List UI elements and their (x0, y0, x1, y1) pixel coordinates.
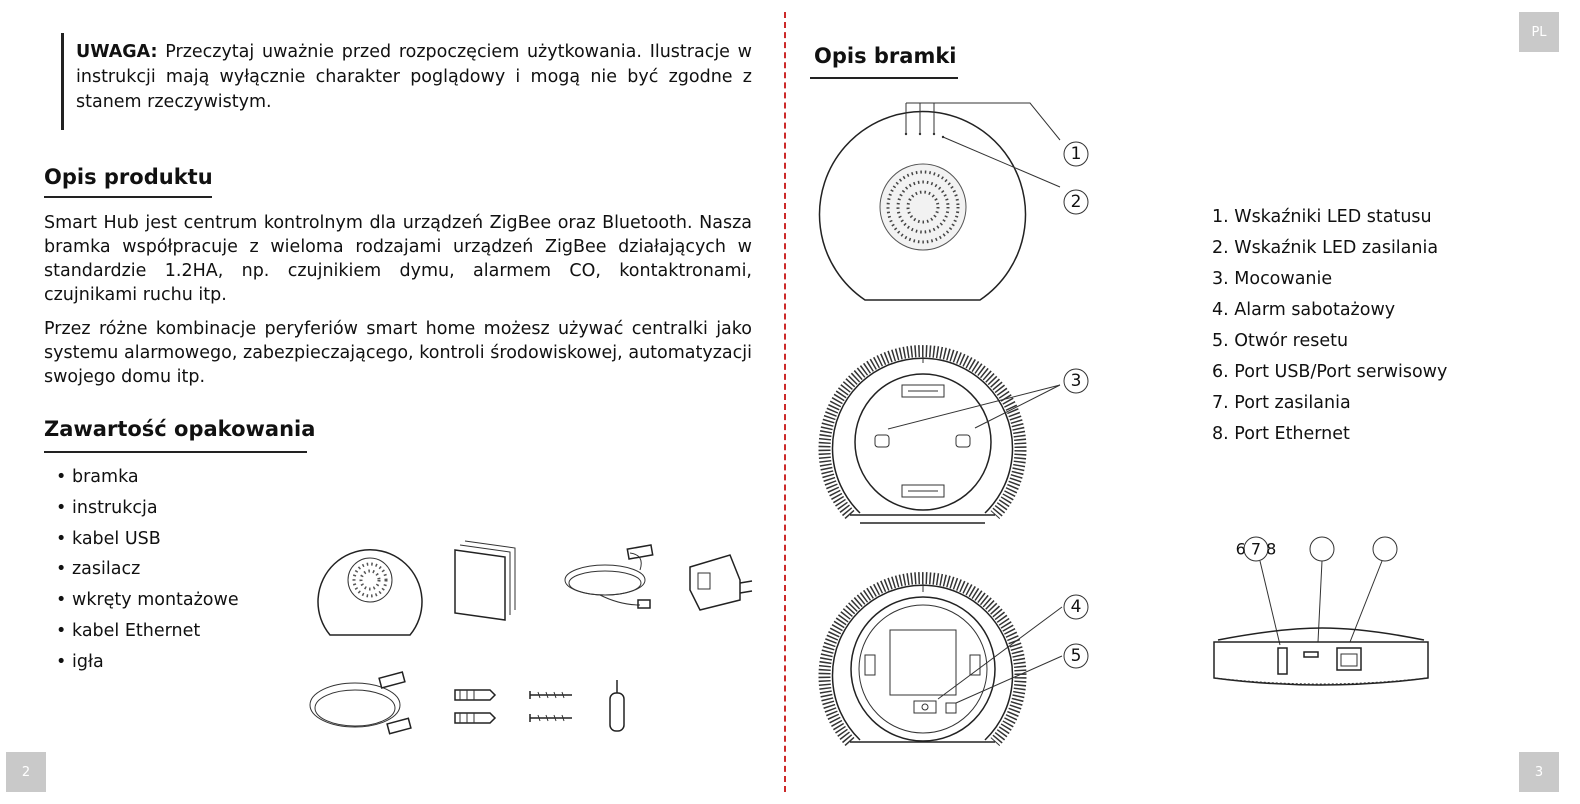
page-number-left: 2 (6, 752, 46, 792)
manual-illustration (454, 540, 516, 621)
package-item: instrukcja (56, 493, 239, 524)
package-item: kabel Ethernet (56, 616, 239, 647)
callout-3-label: 3 (1071, 371, 1082, 391)
warning-label: UWAGA: (76, 42, 158, 62)
wall-plugs-illustration (454, 689, 497, 724)
parts-item: 2. Wskaźnik LED zasilania (1212, 238, 1439, 258)
gateway-title-underline (810, 77, 958, 79)
gateway-bottom-view (818, 572, 1063, 747)
warning-text: UWAGA: Przeczytaj uważnie przed rozpoczę… (76, 40, 752, 115)
parts-item: 6. Port USB/Port serwisowy (1212, 362, 1448, 382)
gateway-diagrams: 1 2 3 4 5 (818, 102, 1089, 747)
callout-1-label: 1 (1071, 144, 1082, 164)
page-number-right: 3 (1519, 752, 1559, 792)
product-paragraph-1-lead: Smart Hub jest centrum kontrolnym dla ur… (44, 213, 693, 233)
product-title-underline (44, 196, 212, 198)
package-item: igła (56, 647, 239, 678)
callout-2: 2 (1063, 189, 1089, 215)
gateway-back-view (818, 345, 1061, 524)
warning-body: Przeczytaj uważnie przed rozpoczęciem uż… (76, 42, 752, 112)
package-list: bramka instrukcja kabel USB zasilacz wkr… (56, 462, 239, 678)
needle-illustration (609, 680, 625, 732)
package-item: wkręty montażowe (56, 585, 239, 616)
warning-bar (61, 33, 64, 130)
product-title: Opis produktu (44, 165, 213, 189)
product-paragraph-1: Smart Hub jest centrum kontrolnym dla ur… (44, 211, 752, 307)
parts-item: 8. Port Ethernet (1212, 424, 1350, 444)
callout-5-label: 5 (1071, 646, 1082, 666)
callout-5: 5 (1063, 643, 1089, 669)
package-title-underline (44, 451, 307, 453)
package-item: bramka (56, 462, 239, 493)
product-paragraph-1-rest: Nasza bramka współpracuje z wieloma rodz… (44, 213, 753, 305)
hub-illustration (317, 549, 423, 636)
package-item: kabel USB (56, 524, 239, 555)
package-item: zasilacz (56, 554, 239, 585)
power-adapter-illustration (689, 554, 753, 611)
parts-item: 7. Port zasilania (1212, 393, 1351, 413)
parts-item: 4. Alarm sabotażowy (1212, 300, 1396, 320)
callout-2-label: 2 (1071, 192, 1082, 212)
language-badge: PL (1519, 12, 1559, 52)
parts-list: 1. Wskaźniki LED statusu 2. Wskaźnik LED… (1212, 202, 1447, 450)
port-labels: 6 7 8 (1236, 540, 1277, 559)
callout-1: 1 (1063, 141, 1089, 167)
callout-4-label: 4 (1071, 597, 1082, 617)
screws-illustration (529, 691, 572, 722)
ethernet-cable-illustration (309, 671, 412, 735)
package-title: Zawartość opakowania (44, 417, 316, 441)
product-paragraph-2: Przez różne kombinacje peryferiów smart … (44, 319, 752, 387)
page-divider (784, 12, 786, 792)
usb-cable-illustration (564, 544, 654, 609)
package-illustrations (309, 540, 753, 735)
callout-3: 3 (1063, 368, 1089, 394)
gateway-front-view (818, 102, 1061, 301)
parts-item: 5. Otwór resetu (1212, 331, 1349, 351)
parts-item: 1. Wskaźniki LED statusu (1212, 207, 1432, 227)
parts-item: 3. Mocowanie (1212, 269, 1333, 289)
gateway-title: Opis bramki (814, 44, 957, 68)
gateway-side-view: 6 7 8 (1213, 536, 1429, 686)
callout-4: 4 (1063, 594, 1089, 620)
